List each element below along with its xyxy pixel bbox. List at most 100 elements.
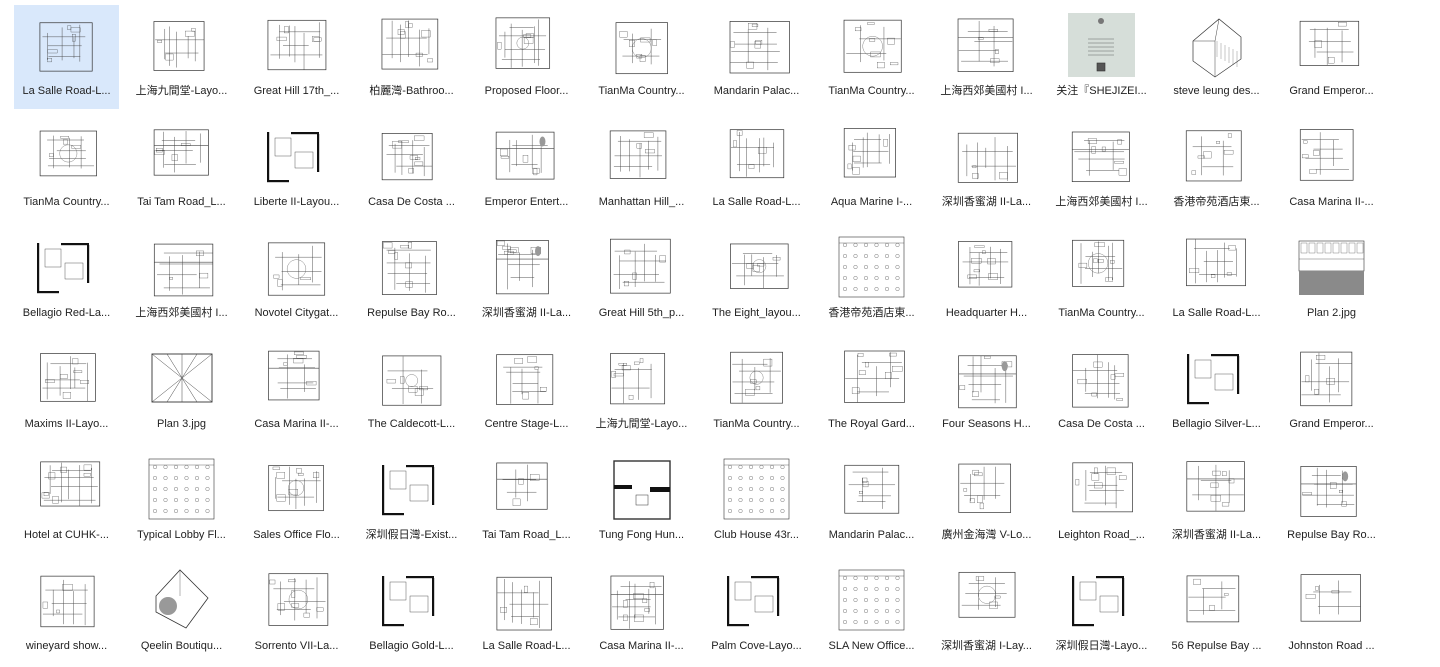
file-thumbnail-image xyxy=(31,344,102,412)
file-thumbnail-image xyxy=(261,344,332,412)
file-item[interactable]: Great Hill 5th_p... xyxy=(589,227,694,331)
file-item[interactable]: La Salle Road-L... xyxy=(14,5,119,109)
file-thumbnail-image xyxy=(1181,344,1252,412)
file-thumbnail-image xyxy=(1296,566,1367,634)
file-item[interactable]: Plan 3.jpg xyxy=(129,338,234,442)
file-item[interactable]: The Eight_layou... xyxy=(704,227,809,331)
file-item[interactable]: Club House 43r... xyxy=(704,449,809,553)
file-item[interactable]: 上海西郊美國村 I... xyxy=(129,227,234,331)
file-item[interactable]: 廣州金海灣 V-Lo... xyxy=(934,449,1039,553)
file-item[interactable]: Casa Marina II-... xyxy=(244,338,349,442)
file-item[interactable]: TianMa Country... xyxy=(704,338,809,442)
file-item[interactable]: Great Hill 17th_... xyxy=(244,5,349,109)
file-thumbnail-image xyxy=(146,122,217,190)
file-item[interactable]: SLA New Office... xyxy=(819,560,924,664)
file-item[interactable]: Centre Stage-L... xyxy=(474,338,579,442)
file-item[interactable]: Tai Tam Road_L... xyxy=(474,449,579,553)
file-item[interactable]: TianMa Country... xyxy=(819,5,924,109)
file-item[interactable]: Repulse Bay Ro... xyxy=(1279,449,1384,553)
file-item[interactable]: Johnston Road ... xyxy=(1279,560,1384,664)
file-item[interactable]: Casa Marina II-... xyxy=(589,560,694,664)
file-name-label: Repulse Bay Ro... xyxy=(1287,529,1376,541)
file-item[interactable]: 深圳香蜜湖 II-La... xyxy=(474,227,579,331)
file-name-label: Tai Tam Road_L... xyxy=(482,529,571,541)
file-item[interactable]: Aqua Marine I-... xyxy=(819,116,924,220)
file-item[interactable]: La Salle Road-L... xyxy=(704,116,809,220)
file-name-label: Tai Tam Road_L... xyxy=(137,196,226,208)
file-item[interactable]: 上海西郊美國村 I... xyxy=(1049,116,1154,220)
file-item[interactable]: Casa De Costa ... xyxy=(1049,338,1154,442)
file-item[interactable]: Sorrento VII-La... xyxy=(244,560,349,664)
file-name-label: steve leung des... xyxy=(1173,85,1260,97)
file-name-label: 上海西郊美國村 I... xyxy=(135,307,228,319)
file-item[interactable]: Hotel at CUHK-... xyxy=(14,449,119,553)
file-item[interactable]: 深圳假日灣-Exist... xyxy=(359,449,464,553)
file-thumbnail-image xyxy=(1066,122,1137,190)
file-item[interactable]: La Salle Road-L... xyxy=(1164,227,1269,331)
file-item[interactable]: La Salle Road-L... xyxy=(474,560,579,664)
file-item[interactable]: Plan 2.jpg xyxy=(1279,227,1384,331)
file-item[interactable]: TianMa Country... xyxy=(589,5,694,109)
file-item[interactable]: Leighton Road_... xyxy=(1049,449,1154,553)
file-item[interactable]: Casa De Costa ... xyxy=(359,116,464,220)
file-thumbnail-image xyxy=(376,11,447,79)
file-item[interactable]: Palm Cove-Layo... xyxy=(704,560,809,664)
file-item[interactable]: Novotel Citygat... xyxy=(244,227,349,331)
file-item[interactable]: Manhattan Hill_... xyxy=(589,116,694,220)
file-item[interactable]: Grand Emperor... xyxy=(1279,338,1384,442)
file-name-label: 深圳香蜜湖 II-La... xyxy=(941,196,1032,208)
file-item[interactable]: Repulse Bay Ro... xyxy=(359,227,464,331)
file-item[interactable]: Emperor Entert... xyxy=(474,116,579,220)
file-thumbnail-image xyxy=(1181,566,1252,634)
file-item[interactable]: 上海九間堂-Layo... xyxy=(589,338,694,442)
file-item[interactable]: Sales Office Flo... xyxy=(244,449,349,553)
file-item[interactable]: Bellagio Silver-L... xyxy=(1164,338,1269,442)
file-item[interactable]: 香港帝苑酒店東... xyxy=(1164,116,1269,220)
file-item[interactable]: Qeelin Boutiqu... xyxy=(129,560,234,664)
file-name-label: Johnston Road ... xyxy=(1288,640,1375,652)
file-item[interactable]: 深圳香蜜湖 II-La... xyxy=(1164,449,1269,553)
file-thumbnail-image xyxy=(1296,233,1367,301)
file-item[interactable]: 深圳香蜜湖 I-Lay... xyxy=(934,560,1039,664)
file-item[interactable]: The Royal Gard... xyxy=(819,338,924,442)
file-item[interactable]: Typical Lobby Fl... xyxy=(129,449,234,553)
file-thumbnail-image xyxy=(721,122,792,190)
file-item[interactable]: Four Seasons H... xyxy=(934,338,1039,442)
file-item[interactable]: 关注『SHEJIZEI... xyxy=(1049,5,1154,109)
file-item[interactable]: 深圳香蜜湖 II-La... xyxy=(934,116,1039,220)
file-name-label: SLA New Office... xyxy=(828,640,915,652)
file-item[interactable]: TianMa Country... xyxy=(1049,227,1154,331)
file-item[interactable]: steve leung des... xyxy=(1164,5,1269,109)
file-item[interactable]: 上海西郊美國村 I... xyxy=(934,5,1039,109)
file-item[interactable]: Maxims II-Layo... xyxy=(14,338,119,442)
file-thumbnail-image xyxy=(606,233,677,301)
file-item[interactable]: Mandarin Palac... xyxy=(704,5,809,109)
file-name-label: Bellagio Red-La... xyxy=(22,307,111,319)
file-name-label: Typical Lobby Fl... xyxy=(137,529,226,541)
file-item[interactable]: Proposed Floor... xyxy=(474,5,579,109)
file-name-label: Sales Office Flo... xyxy=(253,529,340,541)
file-thumbnail-image xyxy=(1296,122,1367,190)
file-item[interactable]: Bellagio Gold-L... xyxy=(359,560,464,664)
file-item[interactable]: Tung Fong Hun... xyxy=(589,449,694,553)
file-name-label: 深圳香蜜湖 II-La... xyxy=(1171,529,1262,541)
file-thumbnail-image xyxy=(951,122,1022,190)
file-thumbnail-image xyxy=(836,344,907,412)
file-item[interactable]: The Caldecott-L... xyxy=(359,338,464,442)
file-item[interactable]: Casa Marina II-... xyxy=(1279,116,1384,220)
file-name-label: Tung Fong Hun... xyxy=(598,529,685,541)
file-item[interactable]: Headquarter H... xyxy=(934,227,1039,331)
file-thumbnail-image xyxy=(376,233,447,301)
file-item[interactable]: 深圳假日灣-Layo... xyxy=(1049,560,1154,664)
file-item[interactable]: Grand Emperor... xyxy=(1279,5,1384,109)
file-item[interactable]: 56 Repulse Bay ... xyxy=(1164,560,1269,664)
file-item[interactable]: wineyard show... xyxy=(14,560,119,664)
file-item[interactable]: 柏麗灣-Bathroo... xyxy=(359,5,464,109)
file-item[interactable]: Liberte II-Layou... xyxy=(244,116,349,220)
file-item[interactable]: 香港帝苑酒店東... xyxy=(819,227,924,331)
file-item[interactable]: 上海九間堂-Layo... xyxy=(129,5,234,109)
file-item[interactable]: Tai Tam Road_L... xyxy=(129,116,234,220)
file-item[interactable]: TianMa Country... xyxy=(14,116,119,220)
file-item[interactable]: Mandarin Palac... xyxy=(819,449,924,553)
file-item[interactable]: Bellagio Red-La... xyxy=(14,227,119,331)
